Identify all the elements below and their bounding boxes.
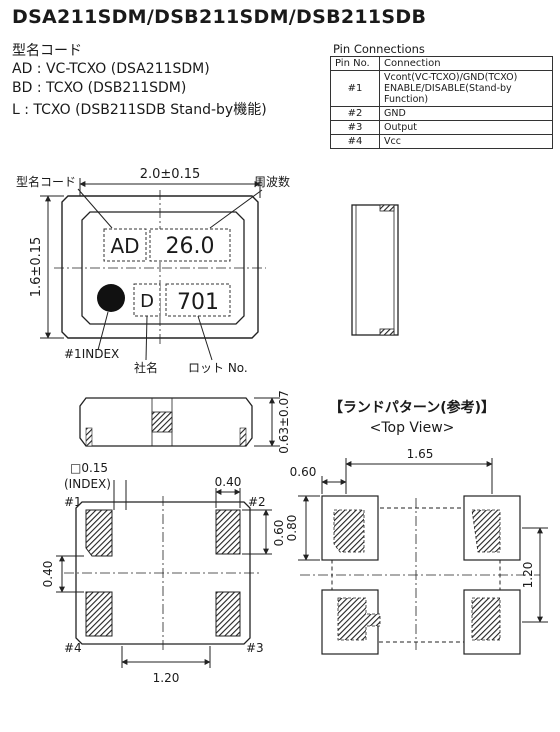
thickness-dimension: 0.63±0.07 — [277, 390, 291, 454]
marking-lot: 701 — [177, 290, 219, 315]
pad-2 — [215, 509, 241, 555]
lot-callout: ロット No. — [188, 361, 248, 375]
pad-1 — [85, 509, 113, 557]
connection-cell: Vcont(VC-TCXO)/GND(TCXO) ENABLE/DISABLE(… — [379, 70, 553, 107]
pin-label-3: #3 — [246, 641, 264, 655]
top-view: 2.0±0.15 1.6±0.15 AD 26.0 D 701 型名コード 周波… — [16, 167, 290, 375]
index-note: (INDEX) — [64, 477, 111, 491]
pin-label-2: #2 — [248, 495, 266, 509]
table-row: #3 Output — [330, 120, 553, 135]
marking-maker: D — [140, 291, 154, 312]
land-height-dimension: 0.80 — [285, 515, 299, 542]
index-dot-icon — [97, 284, 125, 312]
pin-label-1: #1 — [64, 495, 82, 509]
connection-line: Vcont(VC-TCXO)/GND(TCXO) — [384, 72, 518, 83]
index-callout: #1INDEX — [64, 347, 119, 361]
flatness-note: □0.15 — [70, 461, 108, 475]
pad-4 — [85, 591, 113, 637]
maker-callout: 社名 — [134, 360, 158, 375]
pad-width-dimension: 0.40 — [215, 475, 242, 489]
pad-pitch-dimension: 1.20 — [153, 671, 180, 685]
marking-frequency: 26.0 — [166, 234, 215, 259]
pad-3 — [215, 591, 241, 637]
land-pattern-title: 【ランドパターン(参考)】 — [329, 399, 495, 416]
pin-table-header: Pin No. Connection — [330, 56, 553, 71]
model-code-heading: 型名コード — [12, 43, 82, 59]
pad-height-dimension: 0.60 — [272, 520, 286, 547]
model-line-l: L : TCXO (DSB211SDB Stand-by機能) — [12, 102, 267, 118]
height-dimension: 1.6±0.15 — [29, 237, 44, 298]
land-vpitch-dimension: 1.20 — [521, 562, 535, 589]
model-line-bd: BD : TCXO (DSB211SDM) — [12, 80, 187, 96]
table-row: #1 Vcont(VC-TCXO)/GND(TCXO) ENABLE/DISAB… — [330, 70, 553, 107]
end-view — [351, 204, 399, 336]
table-row: #2 GND — [330, 106, 553, 121]
pin-connections-table: Pin No. Connection #1 Vcont(VC-TCXO)/GND… — [330, 56, 553, 149]
pin-cell: #4 — [330, 134, 380, 149]
land-pattern: 【ランドパターン(参考)】 <Top View> 0.60 1.65 0.80 — [285, 399, 548, 655]
frequency-callout: 周波数 — [254, 174, 290, 189]
connection-cell: Vcc — [379, 134, 553, 149]
pad-gap-dimension: 0.40 — [41, 561, 55, 588]
model-code-callout: 型名コード — [16, 174, 76, 189]
pin-table-caption: Pin Connections — [333, 42, 425, 56]
lid-outline — [81, 211, 245, 325]
land-pattern-subtitle: <Top View> — [370, 420, 455, 436]
side-view: 0.63±0.07 — [79, 390, 291, 454]
marking-model-code: AD — [110, 234, 139, 258]
land-pitch-dimension: 1.65 — [407, 447, 434, 461]
model-line-ad: AD : VC-TCXO (DSA211SDM) — [12, 61, 210, 77]
land-width-dimension: 0.60 — [290, 465, 317, 479]
document-title: DSA211SDM/DSB211SDM/DSB211SDB — [12, 6, 427, 28]
table-row: #4 Vcc — [330, 134, 553, 149]
bottom-view: □0.15 (INDEX) #1 #2 #4 #3 0.40 0.60 0.40 — [41, 461, 286, 685]
connection-line-2: ENABLE/DISABLE(Stand-by Function) — [384, 83, 512, 105]
width-dimension: 2.0±0.15 — [140, 167, 201, 182]
pin-label-4: #4 — [64, 641, 82, 655]
